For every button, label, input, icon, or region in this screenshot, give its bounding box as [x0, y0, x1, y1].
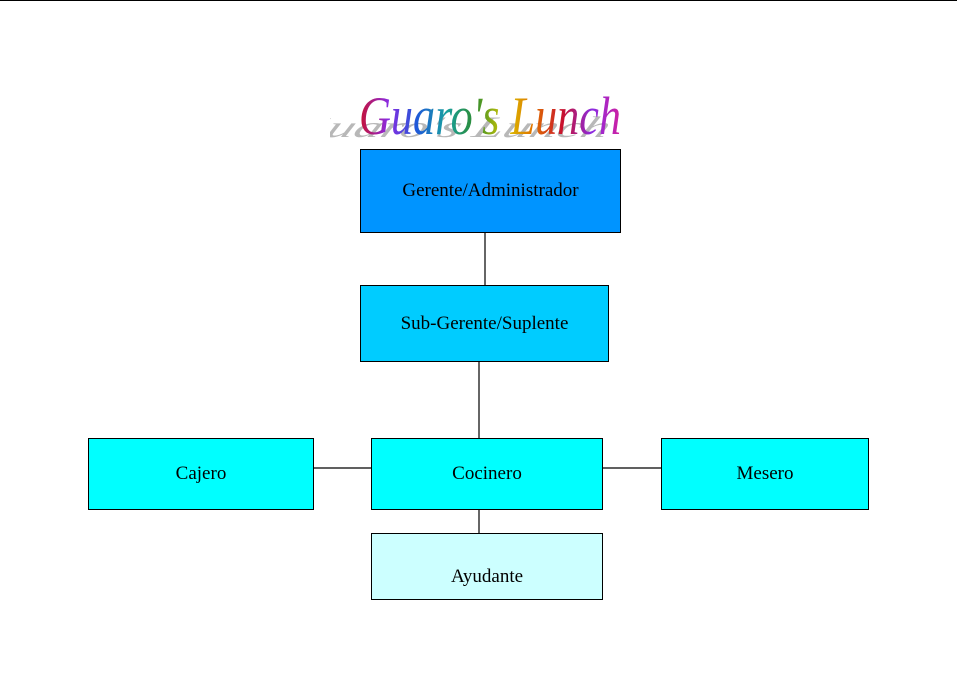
title-wordart: Guaro's Lunch Guaro's Lunch: [330, 78, 640, 144]
node-label: Sub-Gerente/Suplente: [400, 312, 569, 334]
node-label: Mesero: [736, 463, 794, 484]
node-mesero: Mesero: [661, 438, 869, 510]
title-text: Guaro's Lunch: [359, 86, 621, 144]
node-gerente-administrador: Gerente/Administrador: [360, 149, 621, 233]
node-label: Ayudante: [450, 565, 524, 587]
node-cajero: Cajero: [88, 438, 314, 510]
top-border-line: [0, 0, 957, 1]
title-shadow: Guaro's Lunch: [330, 110, 618, 143]
node-cocinero: Cocinero: [371, 438, 603, 510]
node-sub-gerente-suplente: Sub-Gerente/Suplente: [360, 285, 609, 362]
node-label: Cajero: [175, 463, 227, 484]
node-label: Cocinero: [452, 463, 522, 484]
node-label: Gerente/Administrador: [402, 180, 579, 201]
node-ayudante: Ayudante: [371, 533, 603, 600]
